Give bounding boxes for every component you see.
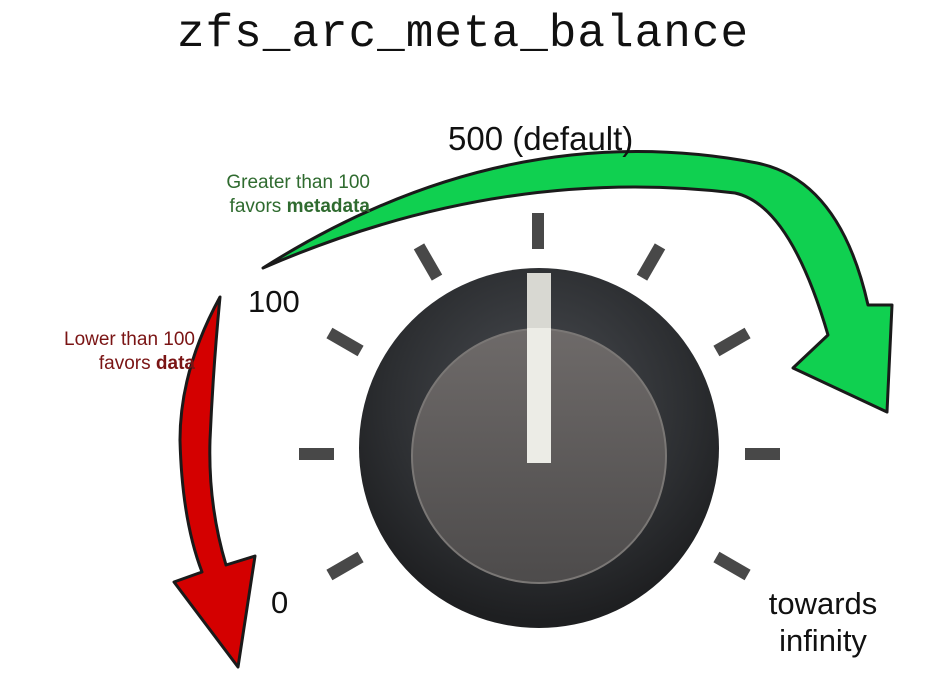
knob[interactable]: [359, 268, 719, 628]
data-annotation-prefix: Lower than 100: [64, 329, 195, 350]
metadata-annotation: Greater than 100 favors metadata: [150, 171, 370, 219]
tick-mark: [636, 243, 666, 281]
tick-mark: [326, 327, 364, 357]
scale-label-0: 0: [271, 585, 289, 620]
tick-mark: [532, 213, 544, 249]
data-annotation: Lower than 100 favors data: [0, 328, 195, 376]
tick-mark: [413, 243, 443, 281]
data-annotation-favors: favors: [98, 353, 151, 374]
tick-mark: [326, 551, 364, 581]
scale-label-default: 500 (default): [448, 120, 634, 157]
page-title: zfs_arc_meta_balance: [176, 8, 750, 60]
metadata-annotation-prefix: Greater than 100: [226, 172, 370, 193]
tick-mark: [299, 448, 334, 460]
scale-label-infinity: towards infinity: [768, 586, 878, 658]
data-annotation-emphasis: data: [155, 353, 195, 374]
tick-mark: [713, 551, 751, 581]
metadata-annotation-favors: favors: [229, 196, 282, 217]
curved-arrow-down-icon: [172, 295, 257, 669]
dial-ticks: [299, 213, 780, 581]
curved-arrow-right-icon: [261, 150, 894, 414]
tick-mark: [713, 327, 751, 357]
metadata-annotation-emphasis: metadata: [286, 196, 370, 217]
scale-label-100: 100: [248, 284, 300, 319]
tick-mark: [745, 448, 780, 460]
